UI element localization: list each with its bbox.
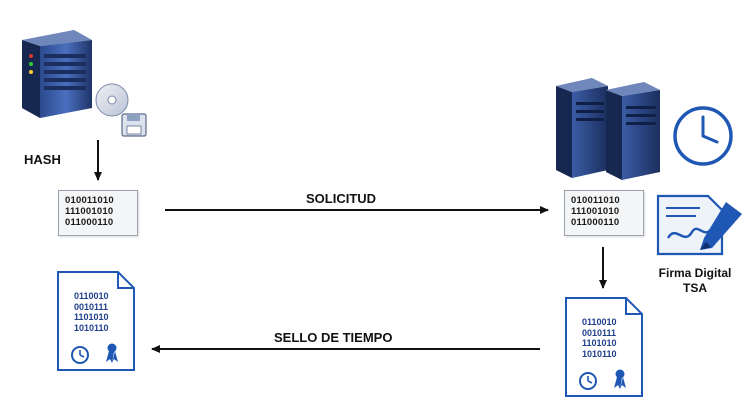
document-line: 1010110 <box>74 322 109 333</box>
certificate-document-icon <box>57 271 135 371</box>
disc-icon <box>95 83 129 117</box>
document-line: 0110010 <box>582 317 617 327</box>
certificate-document-icon <box>565 297 643 397</box>
document-line: 0010111 <box>582 327 617 338</box>
document-bits: 0110010 0010111 1101010 1010110 <box>74 291 109 333</box>
hash-value-box: 010011010 111001010 011000110 <box>564 190 644 236</box>
floppy-icon <box>121 113 147 137</box>
server-icon <box>22 30 92 118</box>
hash-line: 111001010 <box>65 206 114 217</box>
document-line: 0010111 <box>74 301 109 312</box>
document-line: 1010110 <box>582 348 617 359</box>
hash-line: 111001010 <box>571 206 620 217</box>
hash-line: 011000110 <box>65 217 114 228</box>
server-icon <box>556 78 660 180</box>
hash-line: 011000110 <box>571 217 620 228</box>
clock-icon <box>673 106 733 166</box>
document-line: 1101010 <box>582 338 617 348</box>
document-line: 0110010 <box>74 291 109 301</box>
signature-label-line1: Firma Digital <box>658 266 732 280</box>
document-line: 1101010 <box>74 312 109 322</box>
request-label: SOLICITUD <box>306 191 377 206</box>
document-bits: 0110010 0010111 1101010 1010110 <box>582 317 617 359</box>
hash-label: HASH <box>24 152 61 167</box>
signature-label-line2: TSA <box>683 281 707 295</box>
timestamp-label: SELLO DE TIEMPO <box>274 330 393 345</box>
hash-line: 010011010 <box>571 195 620 206</box>
hash-value-box: 010011010 111001010 011000110 <box>58 190 138 236</box>
signature-icon <box>656 194 742 256</box>
hash-line: 010011010 <box>65 195 114 206</box>
